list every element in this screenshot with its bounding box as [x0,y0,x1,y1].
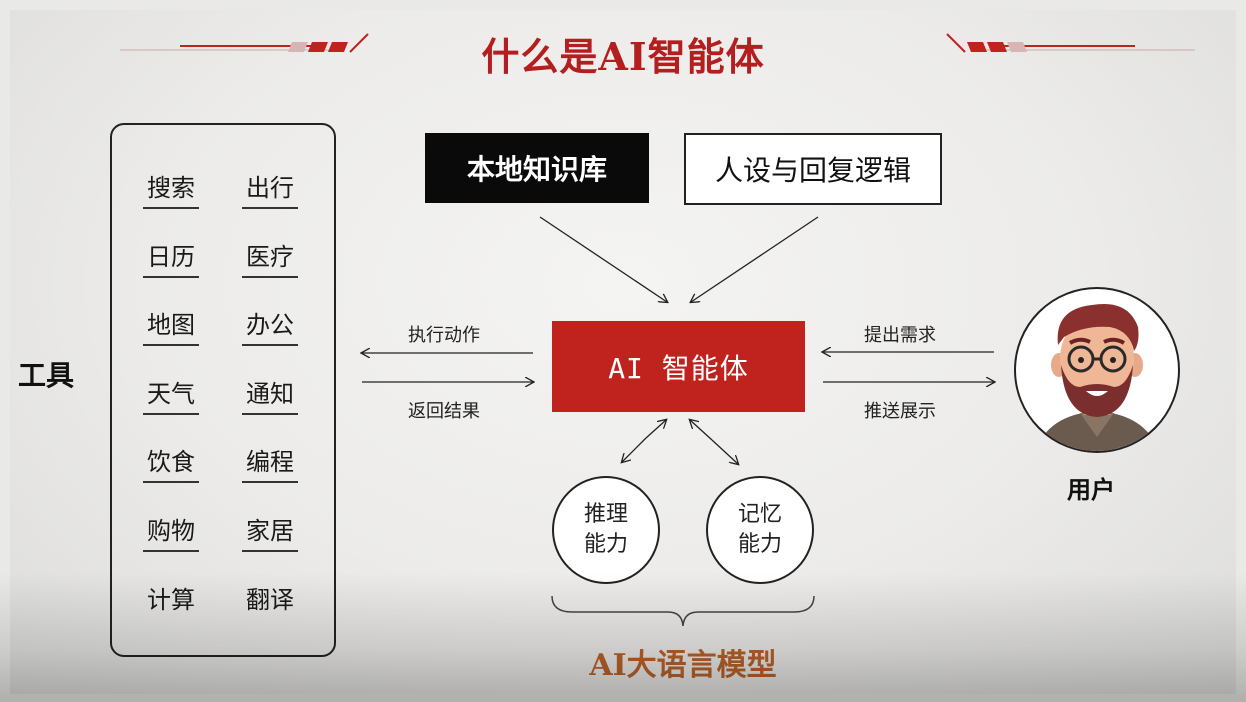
return-result-label: 返回结果 [408,401,480,422]
tool-item: 编程 [242,442,298,483]
reasoning-label-line2: 能力 [583,532,628,557]
tool-item: 通知 [242,374,298,415]
memory-label-line2: 能力 [737,532,782,557]
tool-item: 地图 [143,305,199,346]
tool-item: 计算 [147,586,195,614]
reasoning-ability-circle: 推理 能力 [552,476,660,584]
memory-ability-circle: 记忆 能力 [706,476,814,584]
arrow-icon [539,216,667,302]
tool-item: 家居 [242,511,298,552]
execute-action-label: 执行动作 [408,325,480,346]
llm-label-wrap: AI大语言模型 [0,640,1246,684]
memory-label-line1: 记忆 [737,502,782,527]
tool-item: 搜索 [143,168,199,209]
user-avatar-icon [1014,287,1180,457]
persona-logic-box: 人设与回复逻辑 [684,133,942,205]
tool-item: 办公 [242,305,298,346]
user-label: 用户 [1067,475,1115,504]
tools-panel [110,123,336,657]
tools-label: 工具 [18,359,75,392]
tool-item: 日历 [143,237,199,278]
arrow-icon [691,216,819,302]
arrow-icon [622,437,647,462]
tool-item: 出行 [242,168,298,209]
curly-brace-icon [551,595,815,627]
arrow-icon [711,439,738,464]
llm-label: AI大语言模型 [589,648,777,683]
page-title: 什么是AI智能体 [481,34,765,79]
tool-item: 天气 [143,374,199,415]
submit-request-label: 提出需求 [864,325,936,346]
tool-item: 翻译 [246,586,294,614]
knowledge-base-box: 本地知识库 [425,133,649,203]
tool-item: 购物 [143,511,199,552]
tool-item: 医疗 [242,237,298,278]
title-decoration-right [935,30,1195,56]
push-display-label: 推送展示 [864,401,936,422]
arrow-icon [690,420,713,441]
arrow-icon [645,420,666,439]
reasoning-label-line1: 推理 [583,502,628,527]
tool-item: 饮食 [143,442,199,483]
title-decoration-left [120,30,380,56]
ai-agent-box: AI 智能体 [552,321,805,412]
